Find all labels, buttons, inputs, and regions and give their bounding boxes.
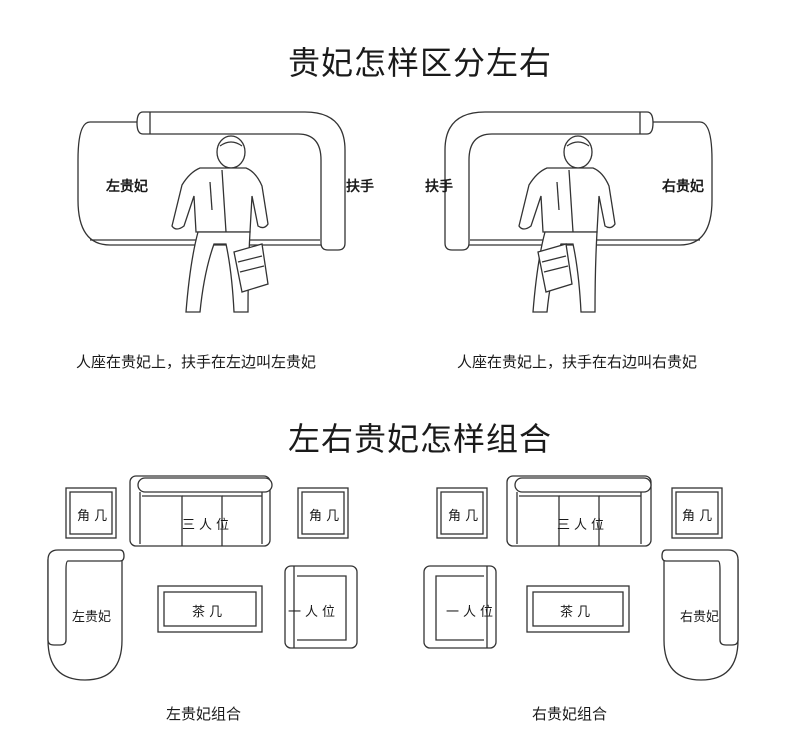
right-combo-three-seat: 三人位 [557,518,609,533]
right-combo-caption: 右贵妃组合 [532,705,608,723]
left-combo-coffee-table: 茶 几 [192,605,223,620]
right-combo-corner-table-right: 角 几 [682,509,713,524]
bottom-title: 左右贵妃怎样组合 [288,420,553,458]
right-combo-single-seat: 一人位 [446,605,498,620]
top-title: 贵妃怎样区分左右 [288,44,553,82]
left-scene-caption: 人座在贵妃上，扶手在左边叫左贵妃 [76,353,317,371]
right-scene-caption: 人座在贵妃上，扶手在右边叫右贵妃 [457,353,698,371]
sitting-man-right [518,135,616,313]
left-combo-three-seat: 三人位 [182,518,234,533]
left-combo-drawing [47,475,358,681]
right-combo-coffee-table: 茶 几 [560,605,591,620]
right-combo-drawing [423,475,739,681]
right-chaise-label: 右贵妃 [662,179,704,195]
right-armrest-label: 扶手 [425,179,453,195]
left-combo-corner-table-left: 角 几 [77,509,108,524]
left-combo-single-seat: 一人位 [288,605,340,620]
right-combo-chaise: 右贵妃 [680,610,720,625]
right-combo-corner-table-left: 角 几 [448,509,479,524]
sitting-man-left [171,135,269,313]
left-combo-chaise: 左贵妃 [72,610,112,625]
left-combo-corner-table-right: 角 几 [309,509,340,524]
left-chaise-label: 左贵妃 [106,179,148,195]
left-armrest-label: 扶手 [346,179,374,195]
left-combo-caption: 左贵妃组合 [166,705,242,723]
